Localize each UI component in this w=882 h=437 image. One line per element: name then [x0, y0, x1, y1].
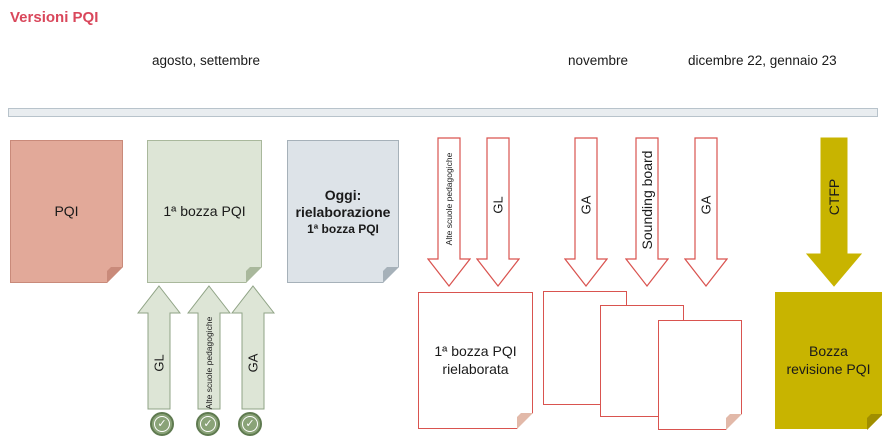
arrow-down-alte-scuole-label: Alte scuole pedagogiche	[444, 152, 454, 246]
arrow-down-sounding-board-label: Sounding board	[639, 150, 655, 250]
page-title: Versioni PQI	[10, 9, 99, 26]
folded-corner-icon	[383, 267, 399, 283]
arrow-down-sounding-board: Sounding board	[625, 137, 669, 287]
check-icon: ✓	[196, 412, 220, 436]
doc-oggi-line3: 1ª bozza PQI	[307, 221, 379, 236]
arrow-down-ga-2: GA	[684, 137, 728, 287]
doc-pqi: PQI	[10, 140, 123, 283]
arrow-down-ga-2-label: GA	[698, 195, 714, 215]
timeline-bar	[8, 108, 878, 117]
check-icon: ✓	[238, 412, 262, 436]
arrow-down-ga-1: GA	[564, 137, 608, 287]
period-label-december-january: dicembre 22, gennaio 23	[688, 53, 837, 68]
doc-bozza-revisione-line1: Bozza	[809, 343, 848, 359]
check-icon: ✓	[150, 412, 174, 436]
doc-prima-bozza-label: 1ª bozza PQI	[163, 202, 246, 219]
doc-oggi-text: Oggi: rielaborazione 1ª bozza PQI	[296, 187, 391, 237]
doc-oggi-line2: rielaborazione	[295, 204, 391, 220]
doc-rielaborata-line2: rielaborata	[442, 360, 509, 377]
period-label-august-september: agosto, settembre	[152, 53, 261, 68]
doc-rielaborata-text: 1ª bozza PQI rielaborata	[434, 343, 516, 378]
arrow-up-alte-scuole: Alte scuole pedagogiche	[187, 285, 231, 410]
arrow-down-ga-1-label: GA	[578, 195, 594, 215]
arrow-up-alte-scuole-label: Alte scuole pedagogiche	[204, 316, 214, 410]
doc-pqi-label: PQI	[54, 202, 79, 219]
folded-corner-icon	[107, 267, 123, 283]
arrow-down-ctfp: CTFP	[806, 137, 862, 287]
arrow-up-gl: GL	[137, 285, 181, 410]
doc-oggi: Oggi: rielaborazione 1ª bozza PQI	[287, 140, 399, 283]
arrow-up-ga: GA	[231, 285, 275, 410]
doc-rielaborata-line1: 1ª bozza PQI	[434, 343, 517, 359]
arrow-down-gl: GL	[476, 137, 520, 287]
arrow-up-ga-label: GA	[245, 353, 261, 373]
doc-bozza-revisione-text: Bozza revisione PQI	[786, 343, 870, 378]
doc-rielaborata: 1ª bozza PQI rielaborata	[418, 292, 533, 429]
folded-corner-icon	[246, 267, 262, 283]
arrow-down-ctfp-label: CTFP	[826, 178, 842, 216]
folded-corner-icon	[517, 413, 533, 429]
period-label-november: novembre	[568, 53, 629, 68]
doc-bozza-revisione-line2: revisione PQI	[786, 360, 871, 377]
arrow-down-alte-scuole: Alte scuole pedagogiche	[427, 137, 471, 287]
folded-corner-icon	[867, 414, 882, 430]
doc-oggi-line1: Oggi:	[324, 186, 362, 203]
doc-bozza-revisione: Bozza revisione PQI	[775, 292, 882, 430]
doc-prima-bozza: 1ª bozza PQI	[147, 140, 262, 283]
folded-corner-icon	[726, 414, 742, 430]
arrow-down-gl-label: GL	[490, 196, 506, 214]
doc-stack-3	[658, 320, 742, 430]
arrow-up-gl-label: GL	[151, 354, 167, 372]
